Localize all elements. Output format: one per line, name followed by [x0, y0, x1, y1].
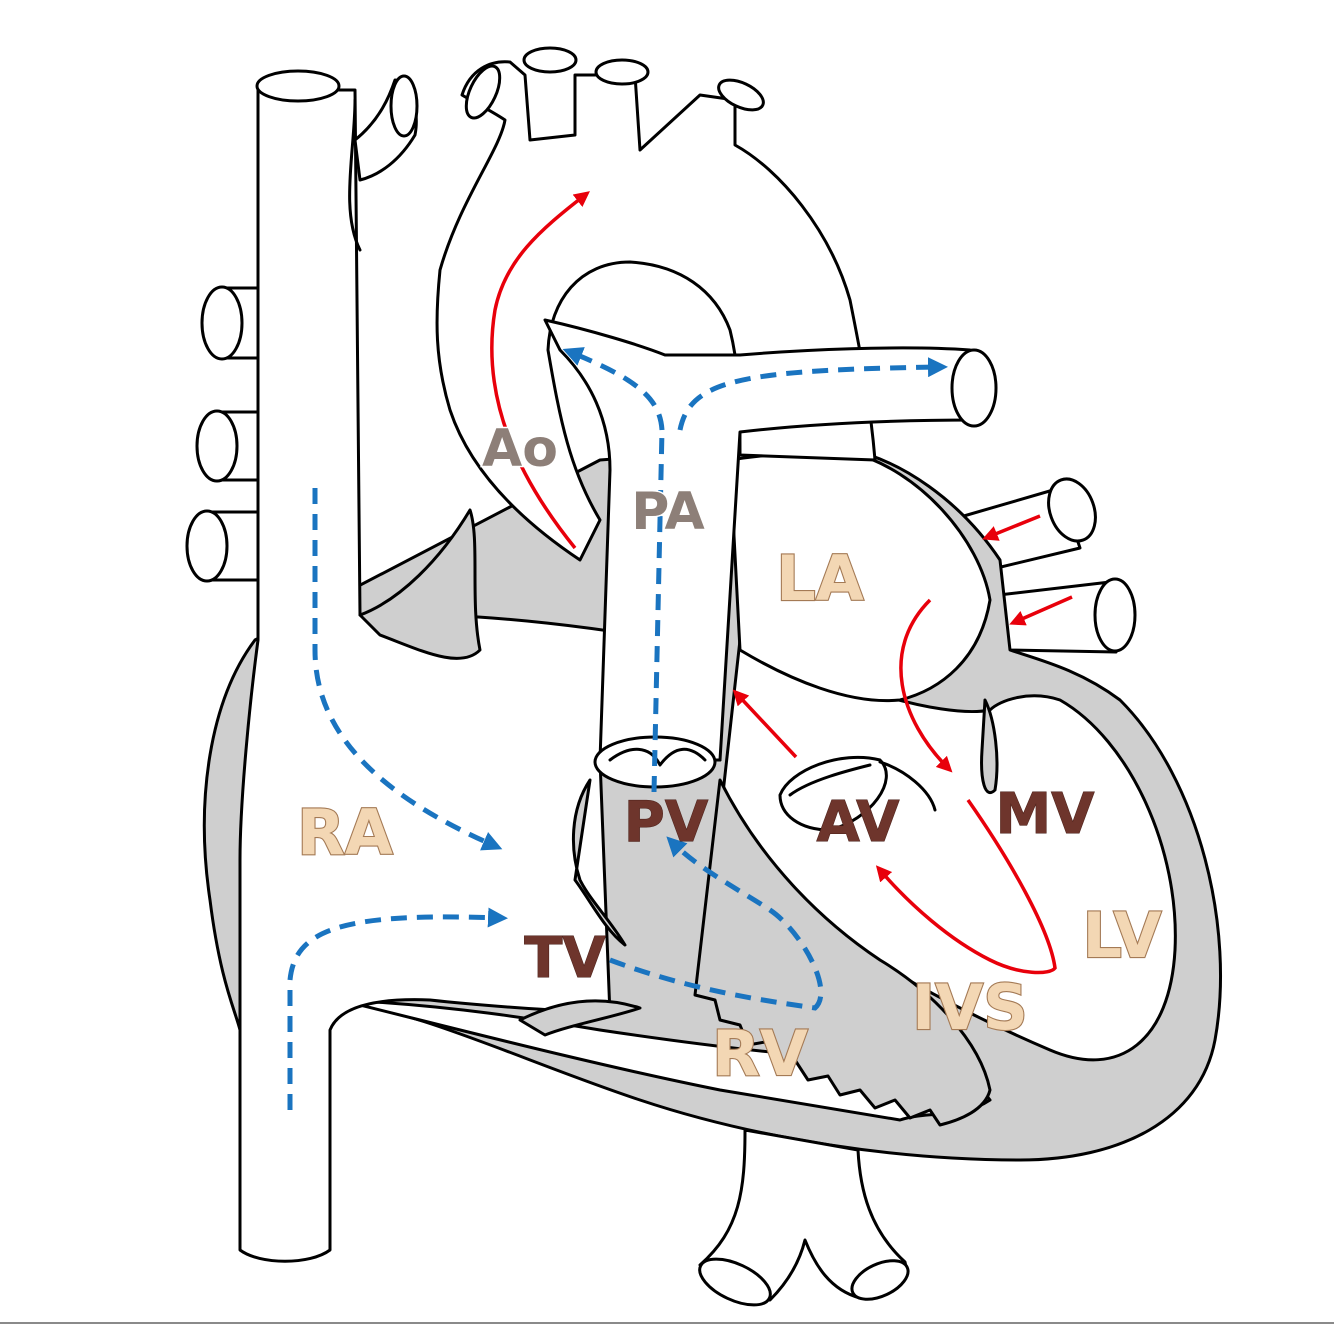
label-pa: PA [631, 482, 705, 542]
inferior-vessels [698, 1128, 910, 1307]
label-lv: LV [1083, 899, 1162, 972]
right-pulmonary-veins [948, 477, 1137, 654]
aortic-valve [778, 755, 937, 832]
bottom-divider [0, 1322, 1334, 1324]
label-pv: PV [624, 790, 709, 855]
tricuspid-valve-leaflet [572, 778, 627, 947]
vena-cava-and-right-atrium [238, 88, 722, 1263]
label-la: LA [776, 542, 864, 615]
rv-leaflet [518, 999, 642, 1037]
deoxygenated-flow-arrows [287, 347, 948, 1110]
label-mv: MV [995, 782, 1095, 847]
atrial-appendage [358, 508, 482, 660]
superior-vena-cava-opening [255, 69, 341, 103]
label-ra: RA [297, 796, 393, 869]
label-ao: Ao [482, 419, 558, 479]
oxygenated-flow-arrows [490, 191, 1073, 975]
mitral-valve-leaflet [980, 698, 999, 794]
label-av: AV [817, 790, 901, 855]
label-ivs: IVS [912, 971, 1028, 1044]
interventricular-septum [693, 778, 992, 1127]
label-tv: TV [524, 926, 606, 991]
label-rv: RV [712, 1017, 808, 1090]
